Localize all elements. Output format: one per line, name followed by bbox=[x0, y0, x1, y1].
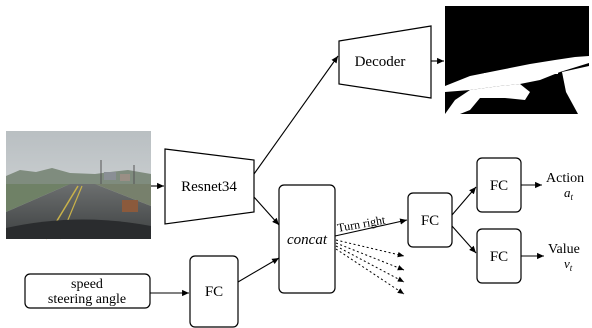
concat-label: concat bbox=[287, 232, 328, 248]
arrow-branch-to-value-fc bbox=[451, 225, 477, 254]
dotted-branch-2 bbox=[335, 242, 405, 271]
arrow-branch-to-action-fc bbox=[451, 186, 477, 216]
dotted-branch-1 bbox=[335, 239, 405, 258]
arrow-resnet-to-decoder bbox=[253, 55, 339, 175]
camera-input-image bbox=[6, 131, 151, 240]
arrow-fc-to-concat bbox=[237, 257, 280, 283]
fc-measurements-label: FC bbox=[205, 284, 223, 300]
action-output-symbol: at bbox=[564, 185, 574, 202]
measurements-input-box bbox=[24, 273, 151, 309]
segmentation-output-image bbox=[445, 6, 589, 114]
resnet-label: Resnet34 bbox=[181, 179, 237, 195]
fc-branch-label: FC bbox=[421, 213, 439, 229]
turn-right-branch-label: Turn right bbox=[336, 213, 387, 235]
action-output-label: Action bbox=[546, 171, 584, 186]
fc-measurements-block bbox=[189, 255, 239, 328]
dotted-branch-3 bbox=[335, 245, 405, 283]
measurements-speed-label: speed bbox=[71, 277, 103, 292]
fc-action-label: FC bbox=[490, 178, 508, 194]
decoder-label: Decoder bbox=[355, 54, 406, 70]
arrow-resnet-to-concat bbox=[253, 196, 280, 226]
value-output-symbol: vt bbox=[564, 256, 573, 273]
resnet-encoder-block bbox=[164, 148, 255, 225]
arrow-concat-to-fc-branch bbox=[334, 218, 408, 237]
value-output-label: Value bbox=[548, 242, 580, 257]
decoder-block bbox=[338, 25, 432, 99]
dotted-branch-4 bbox=[335, 248, 405, 295]
fc-branch-block bbox=[407, 192, 453, 248]
fc-value-label: FC bbox=[490, 249, 508, 265]
measurements-steering-label: steering angle bbox=[48, 292, 126, 307]
concat-block bbox=[278, 184, 336, 294]
